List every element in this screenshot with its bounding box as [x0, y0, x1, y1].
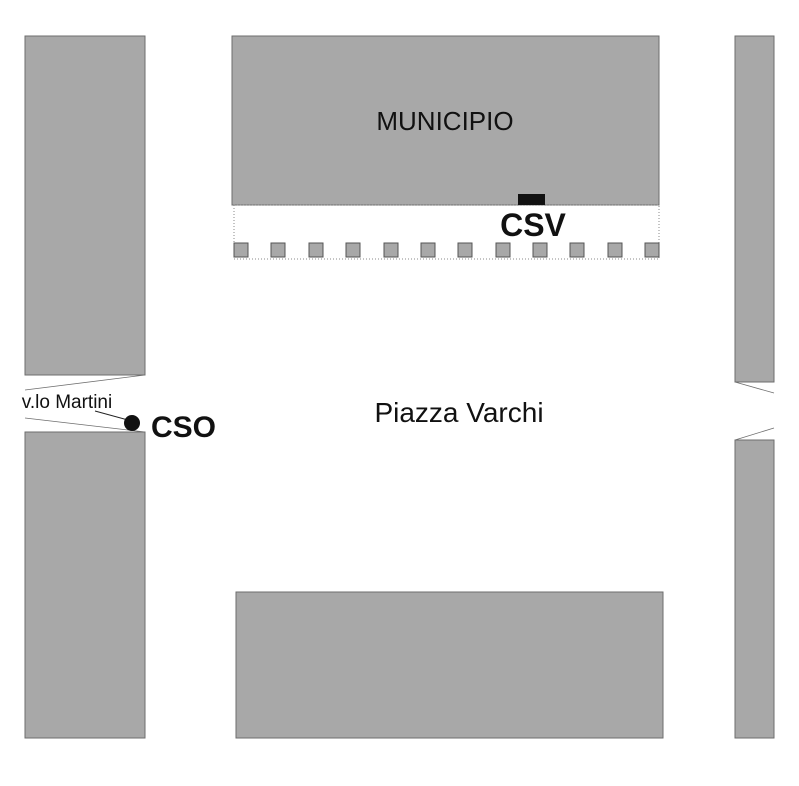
column	[495, 242, 511, 258]
building-right-upper	[734, 35, 775, 383]
cso-label: CSO	[151, 411, 216, 444]
square-label: Piazza Varchi	[374, 397, 543, 428]
column	[607, 242, 623, 258]
column	[345, 242, 361, 258]
column	[644, 242, 660, 258]
cso-marker	[124, 415, 140, 431]
column	[569, 242, 585, 258]
csv-label: CSV	[500, 207, 566, 243]
column	[233, 242, 249, 258]
column	[270, 242, 286, 258]
building-municipio	[231, 35, 660, 206]
building-left-upper	[24, 35, 146, 376]
alley-label: v.lo Martini	[22, 392, 112, 413]
column	[420, 242, 436, 258]
building-right-lower	[734, 439, 775, 739]
building-bottom	[235, 591, 664, 739]
portico-columns	[233, 242, 660, 258]
column	[532, 242, 548, 258]
alley-left	[24, 374, 146, 433]
alley-right	[734, 381, 775, 441]
building-municipio-label: MUNICIPIO	[376, 106, 513, 136]
csv-marker	[518, 194, 545, 205]
column	[457, 242, 473, 258]
building-left-lower	[24, 431, 146, 739]
portico-outline	[233, 204, 660, 260]
column	[308, 242, 324, 258]
column	[383, 242, 399, 258]
